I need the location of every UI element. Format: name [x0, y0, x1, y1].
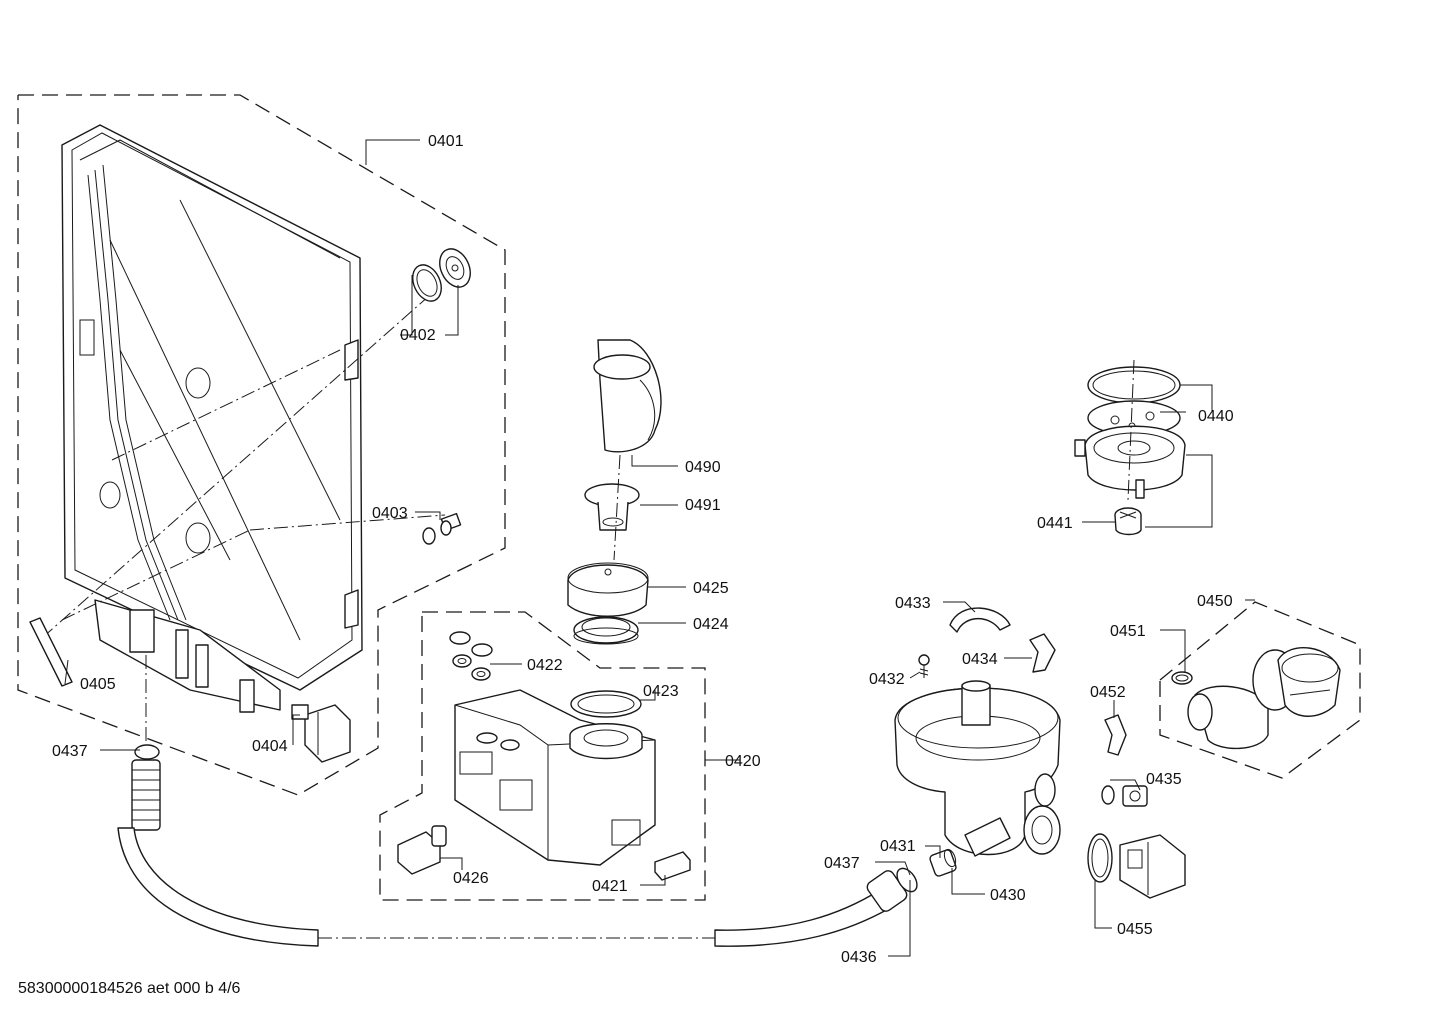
label-0430: 0430 [990, 887, 1026, 904]
part-number-labels: 0401 0402 0403 0404 0405 0437 0490 0491 … [52, 133, 1234, 966]
label-0436: 0436 [841, 949, 877, 966]
label-0420: 0420 [725, 753, 761, 770]
label-0437-top: 0437 [52, 743, 88, 760]
label-0491: 0491 [685, 497, 721, 514]
label-0452: 0452 [1090, 684, 1126, 701]
label-0431: 0431 [880, 838, 916, 855]
part-0425-lid [567, 562, 649, 617]
assembly-axes-0401 [41, 294, 446, 748]
label-0450: 0450 [1197, 593, 1233, 610]
label-0441: 0441 [1037, 515, 1073, 532]
leader-lines [64, 139, 1255, 957]
part-0402-seal-rings [412, 248, 471, 302]
group-0401-outline [17, 94, 506, 796]
part-0437-hose-connector [131, 744, 161, 831]
label-0451: 0451 [1110, 623, 1146, 640]
part-0441-impeller [1114, 507, 1142, 536]
label-0422: 0422 [527, 657, 563, 674]
part-0430-sump [894, 680, 1061, 857]
part-0452-bracket [1104, 714, 1127, 756]
label-0425: 0425 [693, 580, 729, 597]
part-0434-clip [1029, 633, 1056, 673]
label-0490: 0490 [685, 459, 721, 476]
part-0431-fitting [929, 848, 957, 877]
part-0426-sensor [397, 825, 447, 875]
label-0433: 0433 [895, 595, 931, 612]
label-0437-bottom: 0437 [824, 855, 860, 872]
part-0404-valve [291, 704, 351, 763]
part-0440-seal-and-housing [1074, 366, 1186, 499]
label-0440: 0440 [1198, 408, 1234, 425]
group-0420-outline [379, 611, 706, 901]
label-0426: 0426 [453, 870, 489, 887]
label-0421: 0421 [592, 878, 628, 895]
part-0490-funnel [593, 339, 662, 453]
part-side-panel [61, 124, 363, 713]
label-0435: 0435 [1146, 771, 1182, 788]
part-0455-pump [1087, 833, 1186, 899]
label-0403: 0403 [372, 505, 408, 522]
part-0451-clamp [1171, 671, 1193, 685]
part-0432-screw [918, 654, 930, 678]
axis-0490 [613, 454, 621, 561]
part-0491-cap [584, 483, 640, 531]
document-reference: 58300000184526 aet 000 b 4/6 [18, 980, 241, 997]
part-0423-seal [569, 690, 643, 760]
part-0436-drain-hose [117, 827, 918, 947]
part-0422-plugs [449, 631, 493, 681]
part-0421-clip [654, 851, 691, 881]
label-0424: 0424 [693, 616, 729, 633]
label-0405: 0405 [80, 676, 116, 693]
part-0435-sensor [1101, 785, 1148, 807]
part-0405-clip [29, 617, 73, 687]
label-0455: 0455 [1117, 921, 1153, 938]
part-0403-plug [422, 512, 462, 545]
group-0450-outline [1159, 601, 1361, 779]
part-0450-pump-motor [1187, 646, 1341, 750]
part-0420-container [454, 689, 656, 866]
label-0402: 0402 [400, 327, 436, 344]
label-0434: 0434 [962, 651, 998, 668]
label-0404: 0404 [252, 738, 288, 755]
part-0433-filter-cover [949, 607, 1011, 633]
label-0423: 0423 [643, 683, 679, 700]
part-0424-ring [573, 616, 639, 645]
label-0432: 0432 [869, 671, 905, 688]
label-0401: 0401 [428, 133, 464, 150]
